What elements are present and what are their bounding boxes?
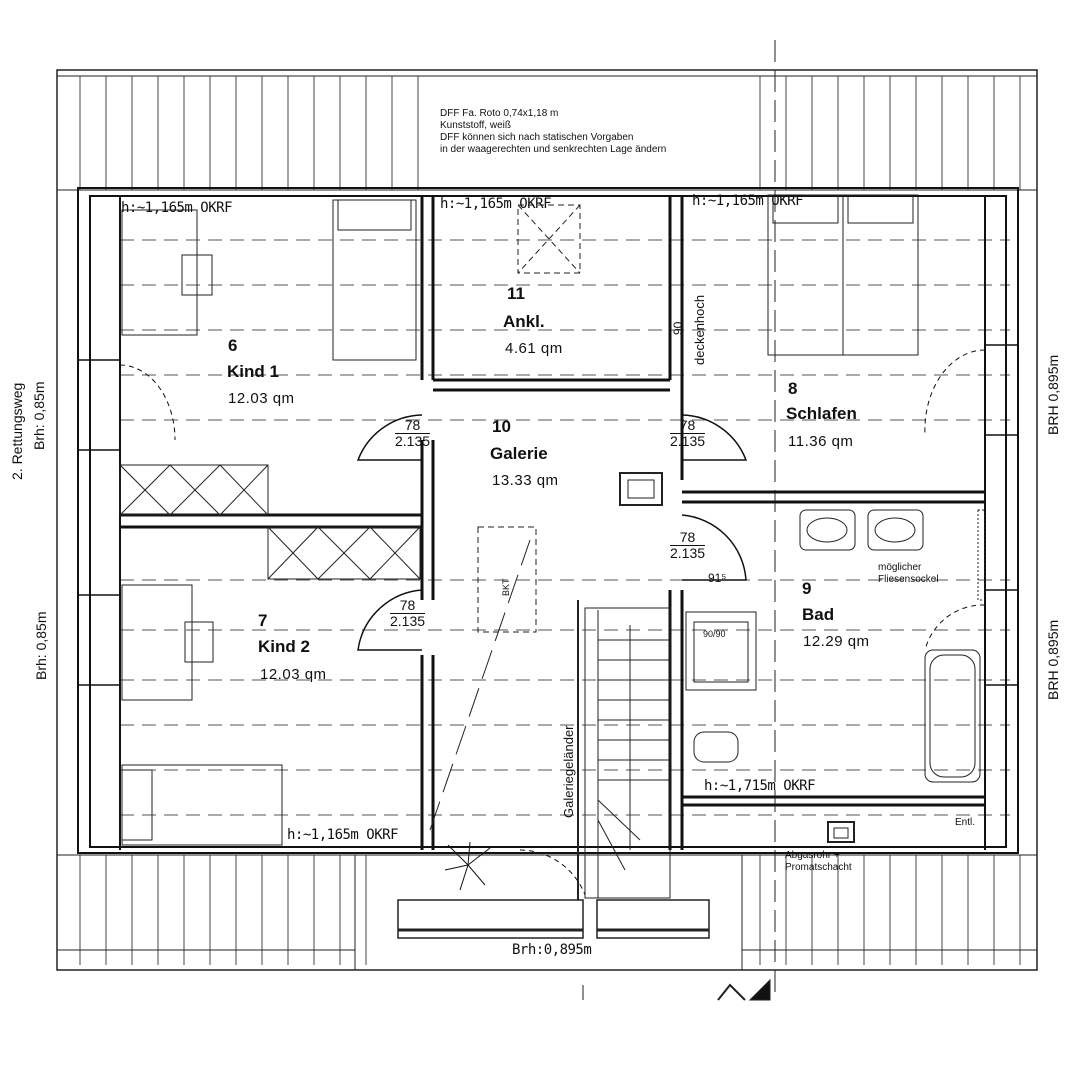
bathroom-fixtures: [685, 509, 986, 783]
chair-kind1: [181, 254, 213, 296]
left-windows: [77, 344, 1019, 686]
galeriegelaender-label: Galeriegeländer: [561, 725, 576, 818]
wardrobe-kind1: [119, 464, 269, 516]
window-swings: [119, 349, 986, 896]
brh-right-lower: BRH 0,895m: [1045, 619, 1061, 700]
room-number-schlafen: 8: [788, 379, 798, 398]
room-area-schlafen: 11.36 qm: [788, 433, 854, 450]
height-kind1: h:~1,165m OKRF: [121, 200, 233, 216]
note-line-2: Kunststoff, weiß: [440, 120, 511, 131]
abgasrohr-label: Abgasrohr + Promatschacht: [785, 850, 852, 873]
room-number-kind1: 6: [228, 336, 238, 355]
note-line-4: in der waagerechten und senkrechten Lage…: [440, 144, 667, 155]
shower-label: 90/90: [703, 629, 726, 639]
double-bed: [767, 194, 919, 356]
height-schlafen: h:~1,165m OKRF: [692, 193, 804, 209]
room-name-kind2: Kind 2: [258, 637, 310, 656]
rettungsweg-brh: Brh: 0,85m: [31, 381, 47, 450]
roof-rafters-bottom: [79, 855, 1021, 965]
door-height: 2.135: [670, 433, 706, 449]
entl-label: Entl.: [955, 817, 976, 828]
brh-bottom: Brh:0,895m: [512, 942, 592, 958]
door-width: 78: [390, 598, 426, 614]
door-label-kind2: 78 2.135: [390, 598, 426, 629]
room-name-bad: Bad: [802, 605, 835, 624]
bkt-label: BKT: [501, 578, 511, 596]
door-height: 2.135: [395, 433, 431, 449]
bed-kind1: [332, 199, 417, 361]
room-number-galerie: 10: [492, 417, 511, 436]
room-number-kind2: 7: [258, 611, 268, 630]
plant: [444, 841, 491, 891]
rettungsweg-label: 2. Rettungsweg: [9, 382, 25, 480]
room-name-schlafen: Schlafen: [786, 404, 857, 423]
height-kind2: h:~1,165m OKRF: [287, 827, 399, 843]
roof-dashed-lines: [120, 239, 1010, 816]
brh-right-upper: BRH 0,895m: [1045, 354, 1061, 435]
staircase: [584, 607, 671, 899]
fliesensockel-label: möglicher Fliesensockel: [878, 562, 939, 585]
roof-outline: [56, 69, 1038, 971]
door-width: 78: [670, 530, 706, 546]
room-area-ankl: 4.61 qm: [505, 340, 563, 357]
outer-walls: [77, 187, 1019, 854]
chair-kind2: [184, 621, 214, 663]
note-line-1: DFF Fa. Roto 0,74x1,18 m: [440, 108, 559, 119]
note-line-3: DFF können sich nach statischen Vorgaben: [440, 132, 634, 143]
chimney: [619, 472, 663, 506]
room-number-ankl: 11: [507, 284, 525, 303]
deckenhoch-label: deckenhoch: [692, 294, 707, 365]
bottom-window-left: [397, 899, 584, 939]
bed-kind2: [121, 764, 283, 846]
room-area-bad: 12.29 qm: [803, 633, 870, 650]
room-number-bad: 9: [802, 579, 812, 598]
height-bad: h:~1,715m OKRF: [704, 778, 816, 794]
desk-kind2: [121, 584, 193, 701]
door-height: 2.135: [670, 545, 706, 561]
deckenhoch-90: 90: [671, 321, 685, 335]
door-width: 78: [395, 418, 431, 434]
dachfenster-note: DFF Fa. Roto 0,74x1,18 m Kunststoff, wei…: [440, 108, 760, 156]
room-name-ankl: Ankl.: [503, 312, 545, 331]
desk-kind1: [121, 209, 198, 336]
room-area-kind1: 12.03 qm: [228, 390, 295, 407]
door-swings: [356, 414, 748, 651]
dim-915: 91⁵: [708, 571, 727, 585]
door-label-schlafen: 78 2.135: [670, 418, 706, 449]
galerie-skylight: [477, 526, 537, 633]
door-width: 78: [670, 418, 706, 434]
door-height: 2.135: [390, 613, 426, 629]
height-ankl: h:~1,165m OKRF: [440, 196, 552, 212]
room-name-kind1: Kind 1: [227, 362, 279, 381]
room-area-kind2: 12.03 qm: [260, 666, 327, 683]
room-area-galerie: 13.33 qm: [492, 472, 559, 489]
abgasrohr: [827, 821, 855, 843]
wardrobe-kind2: [267, 526, 421, 580]
door-label-bad: 78 2.135: [670, 530, 706, 561]
bottom-window-right: [596, 899, 710, 939]
skylight: [517, 204, 581, 274]
room-name-galerie: Galerie: [490, 444, 548, 463]
door-label-kind1: 78 2.135: [395, 418, 431, 449]
brh-left-lower: Brh: 0,85m: [33, 611, 49, 680]
roof-rafters-top: [79, 76, 1021, 190]
